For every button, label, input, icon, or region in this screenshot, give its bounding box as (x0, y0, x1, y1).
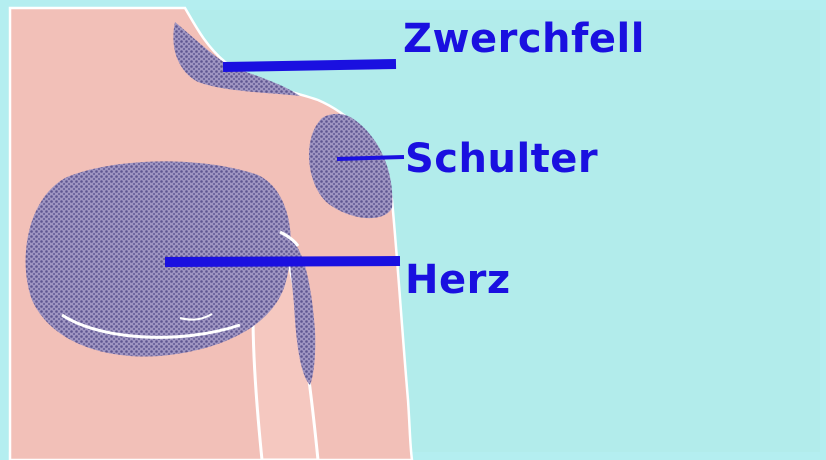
heart-pointer-line (165, 261, 400, 262)
diaphragm-pointer-line (223, 64, 396, 67)
shoulder-pointer-line (337, 157, 404, 159)
heart-label: Herz (405, 260, 511, 300)
diaphragm-label: Zwerchfell (403, 19, 645, 59)
shoulder-label: Schulter (405, 139, 598, 179)
